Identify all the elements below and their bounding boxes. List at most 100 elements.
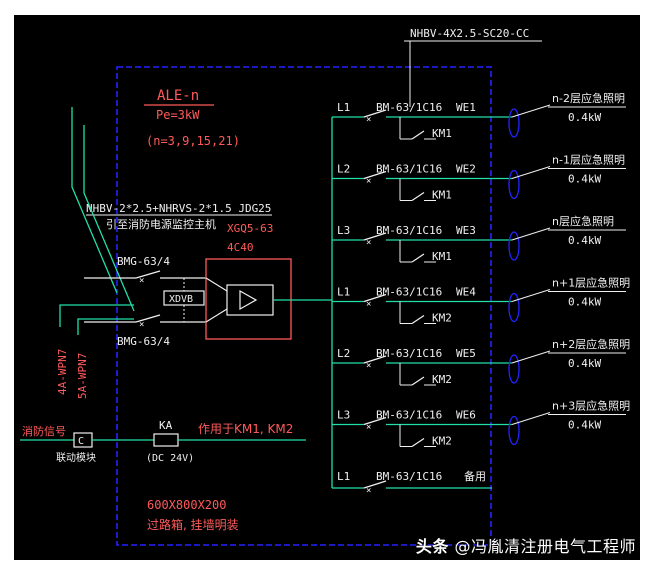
xdvb-label: XDVB (169, 294, 193, 305)
spare-phase: L1 (337, 470, 350, 483)
feeder-1-drop (59, 304, 134, 327)
box-note: 过路箱, 挂墙明装 (147, 517, 239, 532)
load-leader (511, 166, 551, 179)
circuit-breaker-blade (363, 170, 387, 180)
feeder-2-label: 5A-WPN7 (76, 353, 89, 399)
circuit-phase: L3 (337, 224, 350, 237)
spare-mark: × (366, 486, 371, 496)
load-power: 0.4kW (568, 419, 601, 432)
load-leader (511, 104, 551, 118)
feed-cable-spec: NHBV-2*2.5+NHRVS-2*1.5 JDG25 (86, 202, 271, 215)
load-name: n+1层应急照明 (552, 276, 630, 290)
schematic-canvas: ALE-n Pe=3kW (n=3,9,15,21) NHBV-2*2.5+NH… (20, 27, 630, 546)
circuit-breaker: BM-63/1C16 (376, 224, 442, 237)
contactor-blade (411, 130, 425, 140)
relay-voltage: (DC 24V) (146, 453, 194, 464)
contactor-blade (411, 376, 425, 386)
spare-label: 备用 (464, 469, 486, 483)
circuit-breaker-mark: × (366, 423, 371, 433)
output-cable-label: NHBV-4X2.5-SC20-CC (410, 27, 529, 40)
feed-cable-desc: 引至消防电源监控主机 (106, 217, 216, 231)
load-name: n-2层应急照明 (552, 91, 625, 105)
load-leader (511, 227, 551, 241)
load-power: 0.4kW (568, 111, 601, 124)
load-name: n+3层应急照明 (552, 399, 630, 413)
feeder-cable-1 (71, 107, 118, 294)
cable-sleeve (508, 354, 520, 384)
panel-floors: (n=3,9,15,21) (146, 134, 240, 148)
circuit-id: WE6 (456, 409, 476, 422)
contactor-label: KM1 (432, 189, 452, 202)
load-power: 0.4kW (568, 173, 601, 186)
monitor-box (205, 258, 292, 340)
contactor-blade (411, 438, 425, 447)
box-size: 600X800X200 (147, 498, 226, 512)
contactor-label: KM2 (432, 312, 452, 325)
circuit-id: WE5 (456, 347, 476, 360)
contactor-label: KM1 (432, 250, 452, 263)
enclosure-box (116, 66, 492, 546)
load-power: 0.4kW (568, 296, 601, 309)
circuit-breaker-mark: × (366, 361, 371, 371)
cable-sleeve (508, 415, 520, 446)
linkage-module-symbol: C (78, 436, 84, 447)
breaker-2-blade (135, 314, 161, 323)
monitor-model: XGQ5-63 (227, 222, 273, 235)
circuit-breaker-blade (363, 416, 387, 426)
breaker-2-mark: × (139, 320, 144, 330)
load-power: 0.4kW (568, 357, 601, 370)
load-power: 0.4kW (568, 234, 601, 247)
circuit-breaker: BM-63/1C16 (376, 286, 442, 299)
load-name: n+2层应急照明 (552, 337, 630, 351)
watermark-brand: 头条 (415, 537, 449, 556)
cable-sleeve (508, 169, 520, 200)
circuit-breaker: BM-63/1C16 (376, 163, 442, 176)
incoming-breaker-2-label: BMG-63/4 (117, 335, 170, 348)
load-leader (511, 289, 551, 302)
load-leader (511, 412, 551, 425)
incoming-breaker-1-label: BMG-63/4 (117, 255, 170, 268)
load-name: n层应急照明 (552, 214, 614, 228)
circuit-breaker-blade (363, 109, 387, 118)
circuit-id: WE2 (456, 163, 476, 176)
contactor-label: KM2 (432, 373, 452, 386)
panel-power: Pe=3kW (156, 108, 200, 122)
circuit-phase: L2 (337, 347, 350, 360)
monitor-poles: 4C40 (227, 241, 254, 254)
cable-sleeve (508, 292, 520, 323)
contactor-label: KM1 (432, 127, 452, 140)
linkage-module-label: 联动模块 (56, 452, 96, 464)
circuit-breaker: BM-63/1C16 (376, 101, 442, 114)
watermark: 头条 @冯胤清注册电气工程师 (416, 533, 636, 557)
circuit-breaker-mark: × (366, 300, 371, 310)
relay-coil (153, 433, 179, 447)
watermark-author: @冯胤清注册电气工程师 (454, 537, 636, 556)
circuit-breaker-blade (363, 355, 387, 364)
load-leader (511, 350, 551, 364)
circuit-breaker: BM-63/1C16 (376, 347, 442, 360)
panel-name: ALE-n (157, 88, 199, 104)
circuit-breaker-mark: × (366, 115, 371, 125)
feeder-cable-2 (83, 125, 135, 312)
contactor-label: KM2 (432, 435, 452, 448)
relay-function: 作用于KM1, KM2 (198, 422, 293, 436)
ats-in-1 (205, 277, 228, 292)
breaker-1-mark: × (139, 276, 144, 286)
circuit-id: WE4 (456, 286, 476, 299)
relay-label: KA (159, 419, 173, 432)
circuit-phase: L1 (337, 286, 350, 299)
ats-triangle (239, 289, 258, 311)
fire-signal-label: 消防信号 (22, 424, 66, 438)
circuit-breaker-mark: × (366, 238, 371, 248)
breaker-1-blade (135, 270, 161, 279)
diagram-frame: ALE-n Pe=3kW (n=3,9,15,21) NHBV-2*2.5+NH… (14, 15, 640, 560)
circuit-breaker-blade (363, 232, 387, 241)
spare-circuit: L1 BM-63/1C16 备用 × (332, 469, 492, 496)
spare-blade (363, 480, 387, 489)
cable-sleeve (508, 108, 520, 138)
feeder-1-label: 4A-WPN7 (56, 349, 69, 395)
contactor-blade (411, 315, 425, 324)
circuit-breaker-mark: × (366, 177, 371, 187)
circuit-phase: L1 (337, 101, 350, 114)
circuit-id: WE1 (456, 101, 476, 114)
